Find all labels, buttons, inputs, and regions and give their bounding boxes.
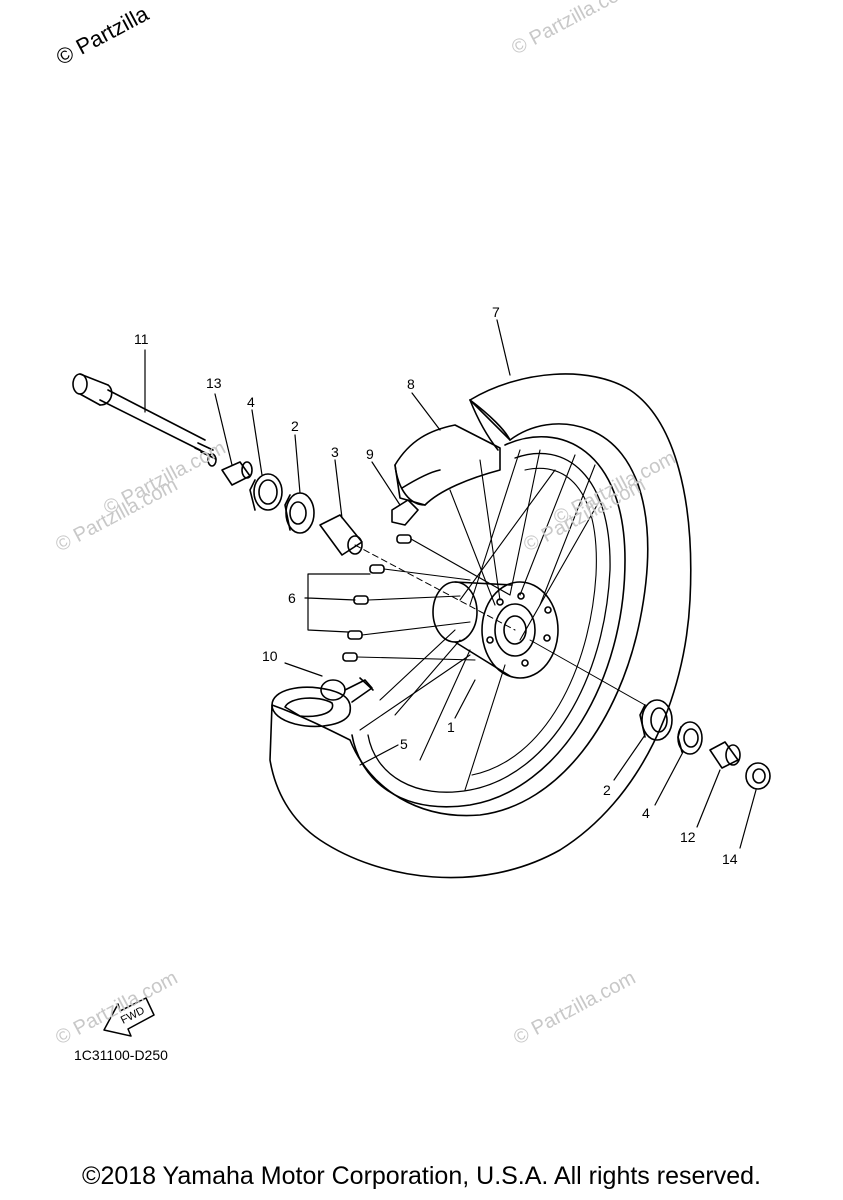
- spokes-nipples-part-6: [342, 534, 511, 662]
- callout-5: 5: [400, 736, 408, 752]
- rim-strip-tab-part-9: [391, 499, 419, 526]
- hub-part-1: [432, 581, 559, 679]
- callout-9: 9: [366, 446, 374, 462]
- callout-11: 11: [134, 331, 149, 347]
- spokes: [359, 449, 601, 791]
- leader-lines: [144, 319, 757, 849]
- axle-centerline: [354, 544, 516, 631]
- callout-14: 14: [722, 851, 738, 867]
- valve-cap-part-10: [320, 677, 374, 703]
- callout-13: 13: [206, 375, 222, 391]
- callout-2: 2: [603, 782, 611, 798]
- diagram-code: 1C31100-D250: [74, 1047, 168, 1063]
- callout-12: 12: [680, 829, 696, 845]
- axle-part-11: [72, 373, 217, 467]
- rim-band-part-8: [394, 424, 501, 506]
- collar-part-12: [709, 741, 741, 769]
- callout-8: 8: [407, 376, 415, 392]
- callout-2: 2: [291, 418, 299, 434]
- callout-3: 3: [331, 444, 339, 460]
- axle-centerline-right: [529, 639, 646, 706]
- fwd-arrow-icon: FWD: [103, 997, 155, 1037]
- rim: [351, 436, 626, 808]
- callout-4: 4: [642, 805, 650, 821]
- oil-seal-left-part-4: [249, 473, 283, 511]
- tire-part-7: [269, 373, 692, 879]
- callout-1: 1: [447, 719, 455, 735]
- copyright-notice: ©2018 Yamaha Motor Corporation, U.S.A. A…: [82, 1162, 761, 1190]
- spacer-part-3: [319, 514, 363, 556]
- bearing-left-part-2: [284, 492, 315, 534]
- oil-seal-right-part-4: [677, 721, 703, 755]
- callout-6: 6: [288, 590, 296, 606]
- nut-part-14: [745, 762, 771, 790]
- tube-part-5: [271, 686, 352, 728]
- bearing-right-part-2: [639, 699, 673, 741]
- callout-7: 7: [492, 304, 500, 320]
- callout-10: 10: [262, 648, 278, 664]
- collar-part-13: [221, 461, 253, 486]
- callout-4: 4: [247, 394, 255, 410]
